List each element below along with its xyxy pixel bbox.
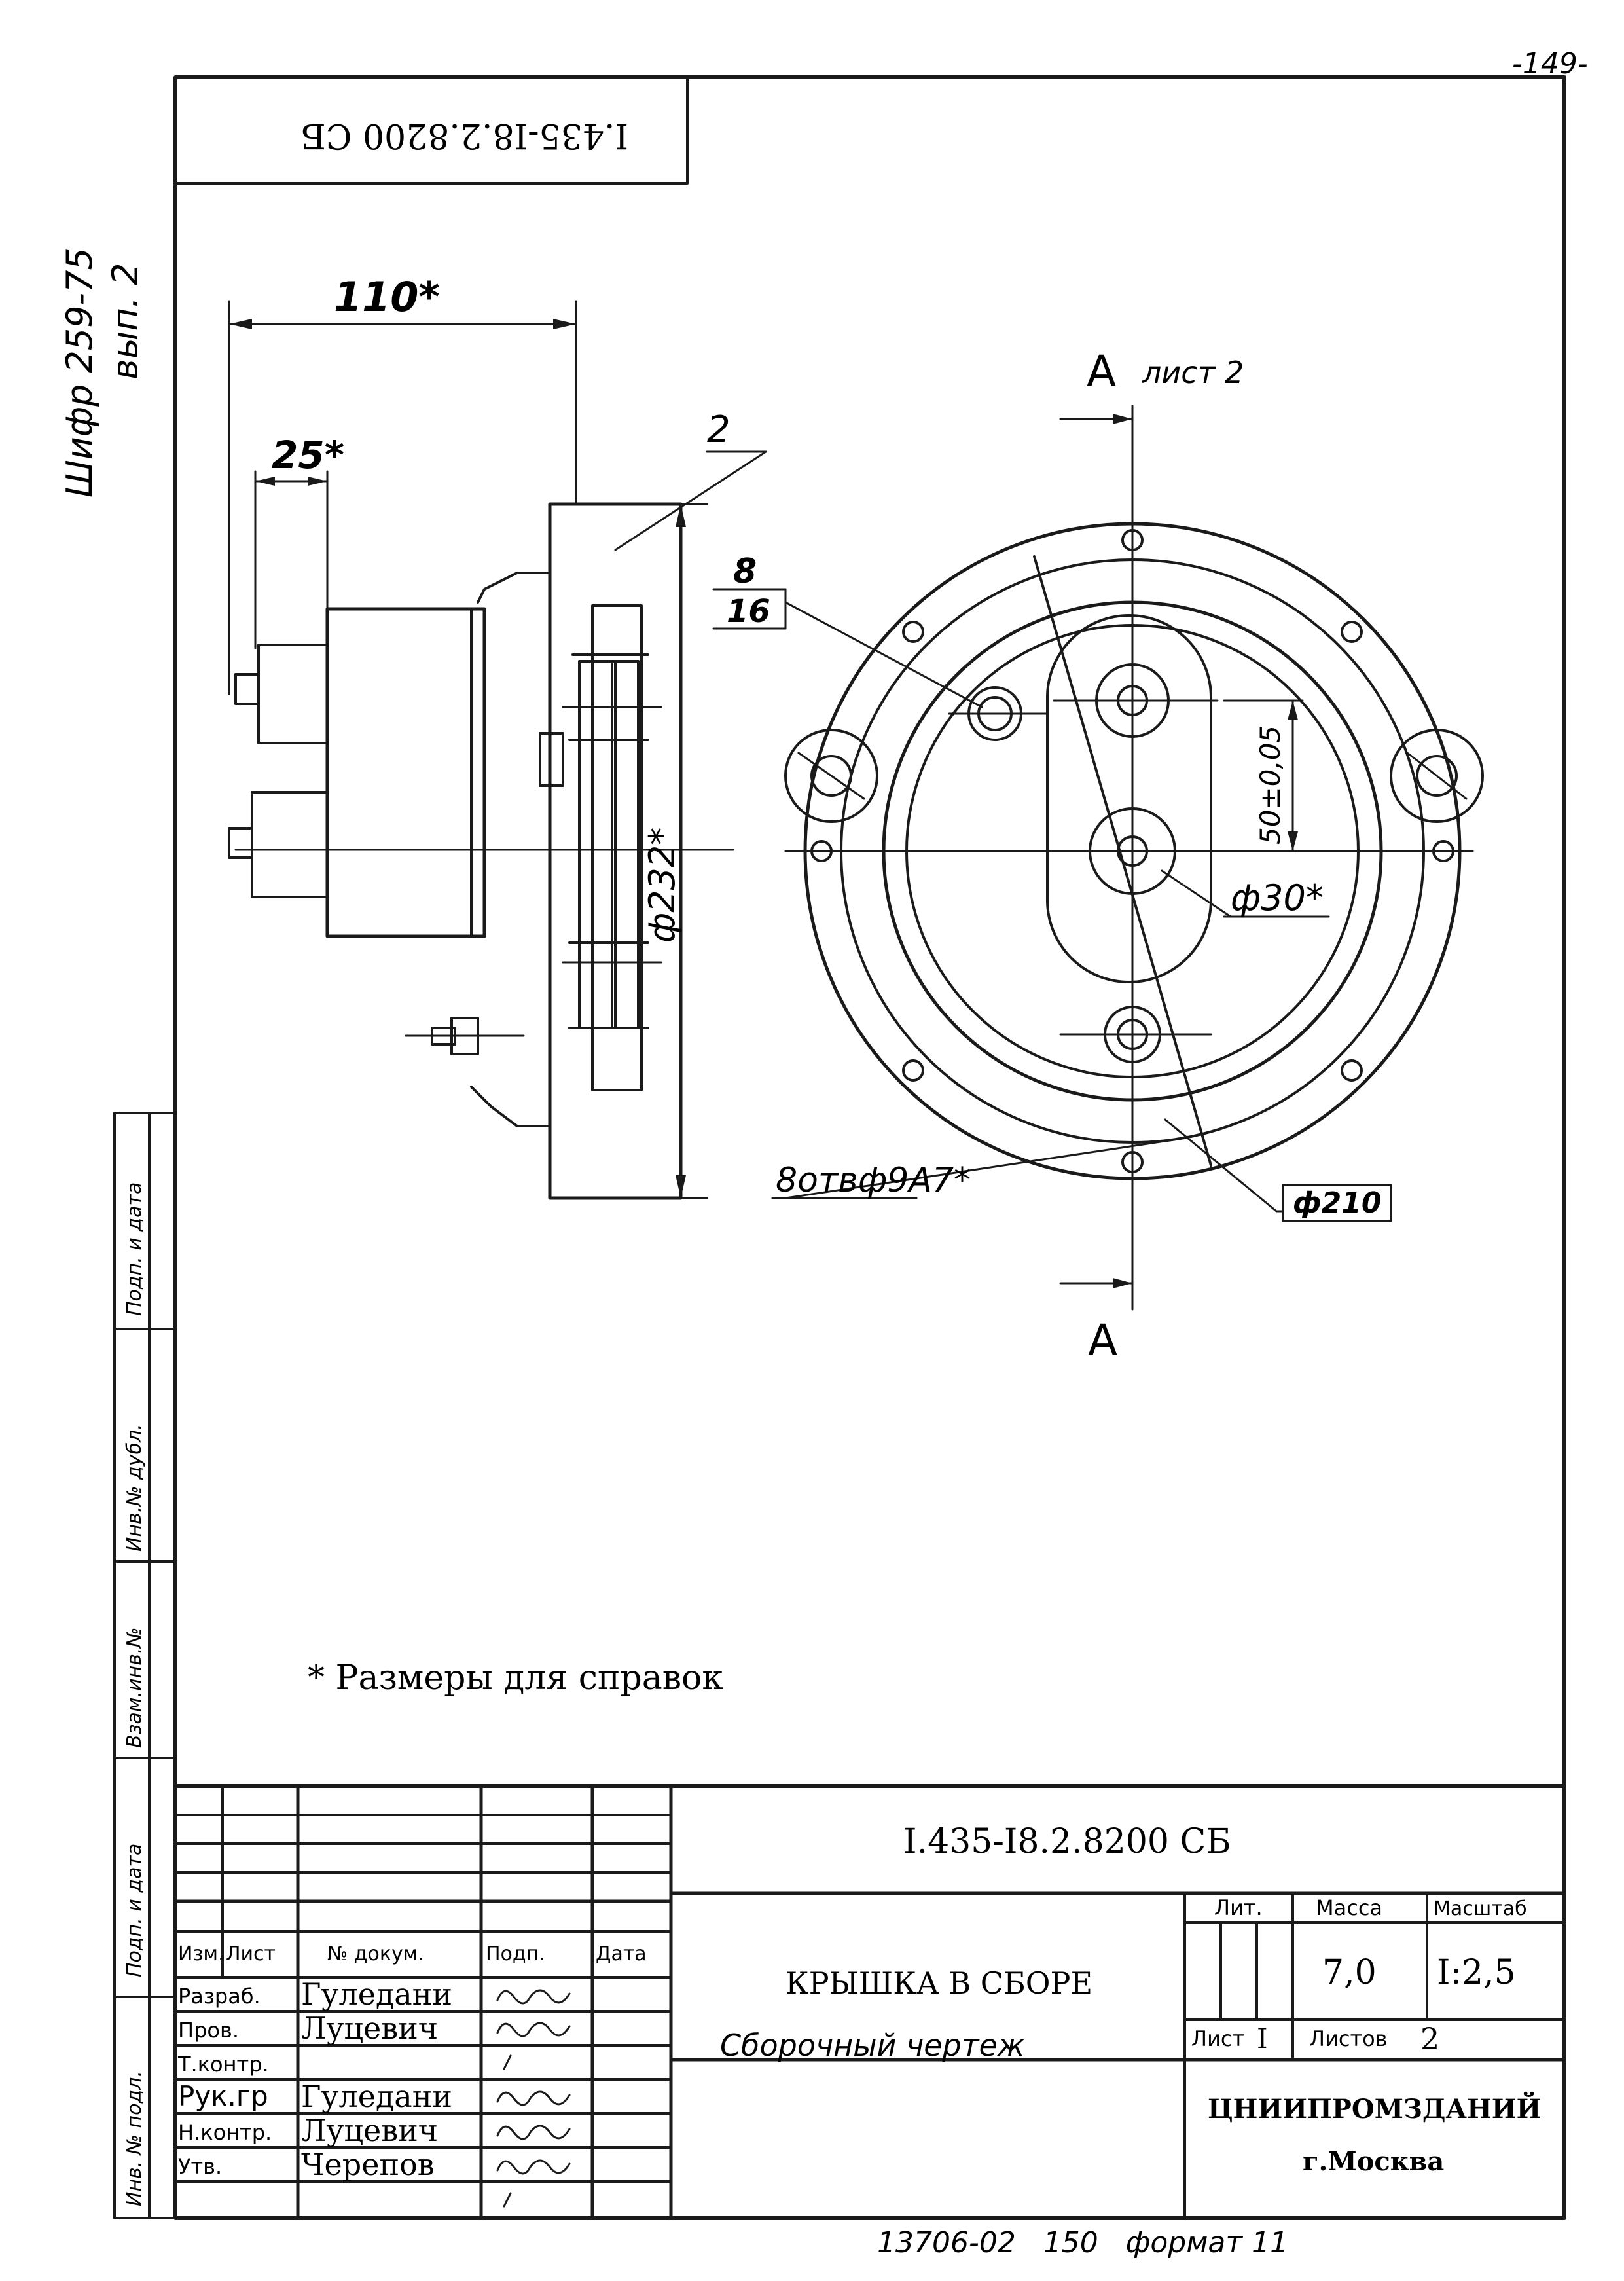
dim-diameter-hub: ф30* [1231, 877, 1324, 919]
dim-bolt-circle: ф210 [1293, 1186, 1382, 1220]
header-list: Лист [226, 1943, 276, 1965]
dim-diameter-outer: ф232* [641, 828, 683, 943]
sheets-value: 2 [1420, 2021, 1439, 2056]
left-strip-label-3: Инв.№ дубл. [123, 1423, 146, 1552]
page-number: -149- [1512, 47, 1588, 81]
title-designation: I.435-I8.2.8200 СБ [903, 1822, 1231, 1861]
org-name: ЦНИИПРОМЗДАНИЙ [1208, 2092, 1541, 2125]
dim-fraction-bottom: 16 [727, 593, 770, 630]
role-1: Пров. [178, 2018, 239, 2043]
mass-label: Масса [1316, 1895, 1382, 1920]
code-stamp: I.435-I8.2.8200 СБ [300, 116, 628, 155]
note-reference-dimensions: * Размеры для справок [308, 1658, 723, 1698]
title-name: КРЫШКА В СБОРЕ [785, 1965, 1092, 2001]
dim-width-total: 110* [334, 273, 440, 321]
section-bottom-label: А [1088, 1315, 1117, 1366]
sheet-value: I [1257, 2022, 1268, 2054]
header-doc: № докум. [327, 1943, 424, 1965]
role-4: Н.контр. [178, 2120, 272, 2145]
side-view [228, 502, 734, 1200]
mass-value: 7,0 [1322, 1953, 1377, 1992]
signatures [496, 1989, 571, 2208]
left-strip-label-0: Инв. № подл. [123, 2071, 146, 2206]
person-3: Гуледани [301, 2079, 452, 2114]
section-top-note: лист 2 [1142, 355, 1244, 390]
dim-width-small: 25* [272, 433, 344, 477]
person-0: Гуледани [301, 1977, 452, 2012]
person-5: Черепов [301, 2147, 435, 2182]
scale-label: Масштаб [1434, 1897, 1527, 1920]
footer-note: 13706-02 150 формат 11 [877, 2226, 1288, 2259]
title-doc-type: Сборочный чертеж [720, 2028, 1025, 2063]
side-archive-line2: вып. 2 [105, 263, 146, 380]
scale-value: I:2,5 [1437, 1953, 1516, 1992]
header-date: Дата [596, 1943, 647, 1965]
dim-holes: 8отвф9А7* [776, 1161, 971, 1200]
role-0: Разраб. [178, 1984, 261, 2009]
org-city: г.Москва [1303, 2146, 1444, 2177]
side-archive-line1: Шифр 259-75 [59, 247, 100, 498]
person-4: Луцевич [301, 2113, 438, 2148]
title-block [173, 1784, 1566, 2220]
arrowheads [229, 319, 1298, 1288]
dim-fraction-top: 8 [733, 552, 757, 591]
section-top-label: А [1087, 346, 1116, 397]
lit-label: Лит. [1214, 1895, 1263, 1920]
role-5: Утв. [178, 2154, 222, 2179]
side-archive-note: Шифр 259-75 вып. 2 [59, 247, 146, 498]
front-view [784, 444, 1484, 1265]
left-strip-label-2: Взам.инв.№ [123, 1627, 146, 1748]
role-3: Рук.гр [178, 2080, 268, 2112]
front-view-dimensions [712, 405, 1392, 1311]
leader-position-2: 2 [707, 409, 731, 451]
left-strip-label-4: Подп. и дата [123, 1182, 146, 1316]
header-izm: Изм. [178, 1943, 225, 1965]
left-strip-label-1: Подп. и дата [123, 1844, 146, 1977]
role-2: Т.контр. [177, 2052, 269, 2077]
code-stamp-box [174, 76, 689, 185]
dim-offset: 50±0,05 [1254, 725, 1286, 845]
left-side-strip [113, 1112, 177, 2219]
sheets-label: Листов [1309, 2026, 1388, 2051]
person-1: Луцевич [301, 2011, 438, 2046]
header-sign: Подп. [486, 1943, 545, 1965]
sheet-label: Лист [1191, 2026, 1244, 2051]
